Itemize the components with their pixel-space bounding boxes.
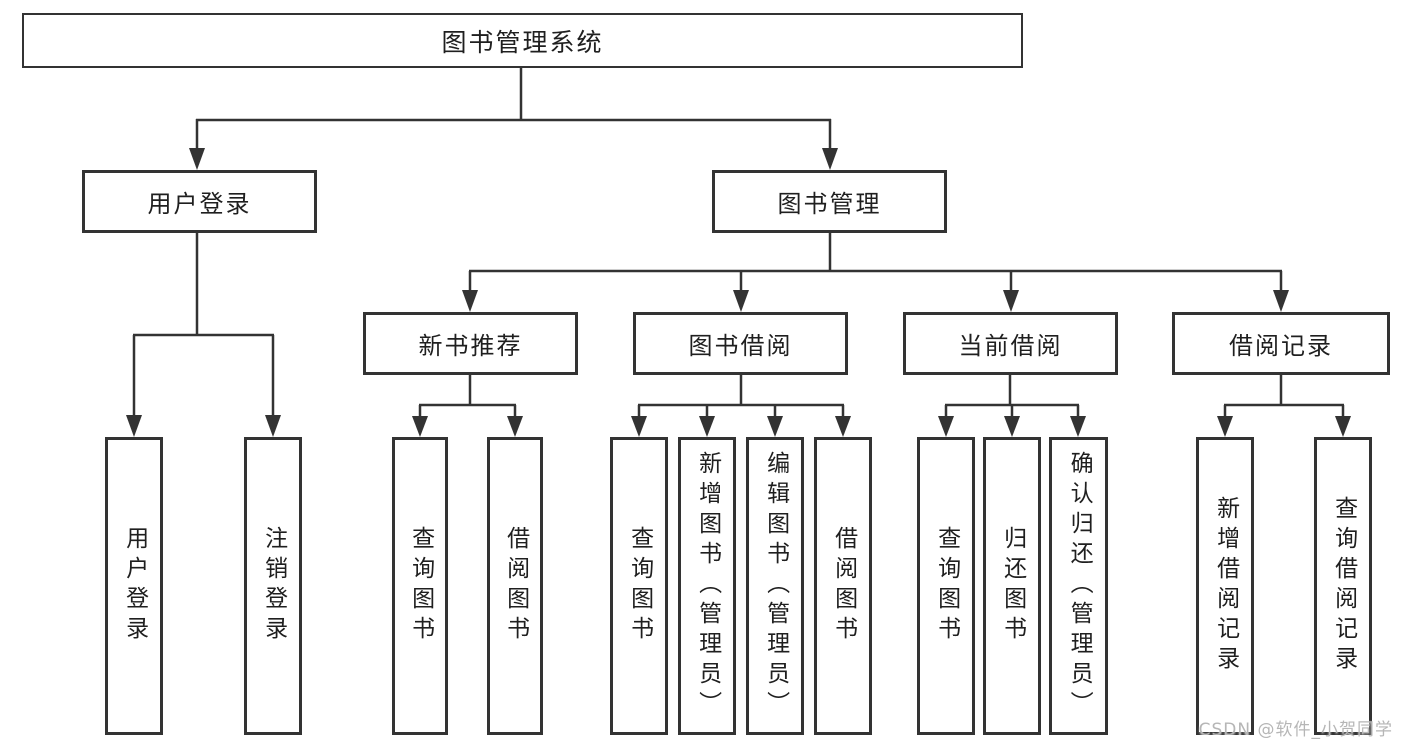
root-to-level2-connectors bbox=[189, 68, 838, 170]
leaf-label: 查询图书 bbox=[933, 526, 960, 646]
leaf-label: 用户登录 bbox=[121, 526, 148, 646]
node-book-borrowing: 图书借阅 bbox=[633, 312, 848, 375]
leaf-br-query-borrow-record: 查询借阅记录 bbox=[1314, 437, 1372, 735]
leaf-label: 查询借阅记录 bbox=[1330, 496, 1357, 676]
leaf-nb-borrow-books: 借阅图书 bbox=[487, 437, 543, 735]
leaf-label: 借阅图书 bbox=[830, 526, 857, 646]
node-library-management-system: 图书管理系统 bbox=[22, 13, 1023, 68]
leaf-label: 新增借阅记录 bbox=[1212, 496, 1239, 676]
leaf-br-add-borrow-record: 新增借阅记录 bbox=[1196, 437, 1254, 735]
leaf-cb-return-books: 归还图书 bbox=[983, 437, 1041, 735]
leaf-label: 新增图书（管理员） bbox=[694, 451, 721, 721]
node-current-borrowing: 当前借阅 bbox=[903, 312, 1118, 375]
user-login-subtree-connectors bbox=[126, 233, 281, 437]
leaf-logout: 注销登录 bbox=[244, 437, 302, 735]
node-borrowing-records: 借阅记录 bbox=[1172, 312, 1390, 375]
leaf-label: 编辑图书（管理员） bbox=[762, 451, 789, 721]
leaf-bb-edit-books-admin: 编辑图书（管理员） bbox=[746, 437, 804, 735]
leaf-label: 归还图书 bbox=[999, 526, 1026, 646]
node-book-management: 图书管理 bbox=[712, 170, 947, 233]
leaf-label: 确认归还（管理员） bbox=[1066, 451, 1093, 721]
level3-to-leaf-connectors bbox=[412, 375, 1351, 437]
leaf-cb-confirm-return-admin: 确认归还（管理员） bbox=[1049, 437, 1108, 735]
leaf-label: 注销登录 bbox=[260, 526, 287, 646]
leaf-label: 查询图书 bbox=[407, 526, 434, 646]
leaf-bb-query-books: 查询图书 bbox=[610, 437, 668, 735]
leaf-bb-add-books-admin: 新增图书（管理员） bbox=[678, 437, 736, 735]
leaf-bb-borrow-books: 借阅图书 bbox=[814, 437, 872, 735]
leaf-label: 查询图书 bbox=[626, 526, 653, 646]
leaf-nb-query-books: 查询图书 bbox=[392, 437, 448, 735]
csdn-watermark: CSDN @软件_小贺同学 bbox=[1198, 720, 1393, 740]
leaf-label: 借阅图书 bbox=[502, 526, 529, 646]
node-user-login: 用户登录 bbox=[82, 170, 317, 233]
book-management-to-level3-connectors bbox=[462, 233, 1289, 312]
leaf-user-login: 用户登录 bbox=[105, 437, 163, 735]
node-new-book-recommendation: 新书推荐 bbox=[363, 312, 578, 375]
leaf-cb-query-books: 查询图书 bbox=[917, 437, 975, 735]
